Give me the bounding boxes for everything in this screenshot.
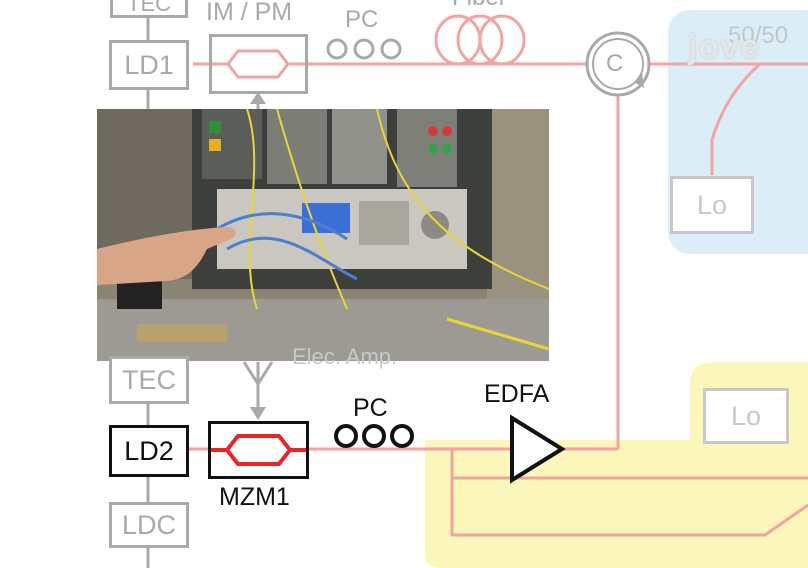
pc-top-icon (326, 38, 402, 60)
impm-label: IM / PM (206, 0, 293, 26)
mzm-arrow-head (250, 407, 266, 420)
fiber-spool-icon (434, 14, 526, 66)
ld1-label: LD1 (124, 49, 174, 80)
pc-top-label: PC (345, 6, 379, 33)
ldc-box: LDC (109, 502, 189, 548)
fiber-label: Fiber (452, 0, 507, 12)
lo-right-box: Lo (703, 388, 789, 444)
lab-photo (97, 109, 549, 361)
lab-photo-image (97, 109, 549, 361)
blue-loop-line (710, 62, 761, 175)
lo-top-box: Lo (670, 176, 754, 234)
ld2-box: LD2 (109, 425, 189, 477)
circulator-icon (585, 31, 651, 97)
pc-bottom-icon (334, 424, 414, 448)
impm-modulator (209, 34, 308, 94)
ratio-label: 50/50 (728, 22, 789, 49)
pc-bottom-label: PC (353, 394, 388, 422)
tec-top-box: TEC (110, 0, 188, 18)
tec-bottom-box: TEC (109, 356, 189, 404)
mzm1-waveguide-icon (211, 434, 306, 466)
mzm1-modulator (208, 421, 309, 479)
edfa-label: EDFA (484, 380, 550, 408)
elec-amp-label: Elec. Amp. (292, 344, 398, 369)
jove-logo: jove (688, 28, 761, 66)
amp-symbol (242, 361, 274, 387)
ld1-box: LD1 (109, 40, 189, 90)
yellow-loop-line (450, 449, 808, 537)
ld2-label: LD2 (124, 435, 174, 466)
circulator-label: C (606, 50, 624, 77)
impm-arrow-head (250, 92, 266, 104)
edfa-icon (510, 414, 566, 484)
mzm1-label: MZM1 (219, 483, 290, 511)
impm-waveguide-icon (212, 49, 305, 79)
